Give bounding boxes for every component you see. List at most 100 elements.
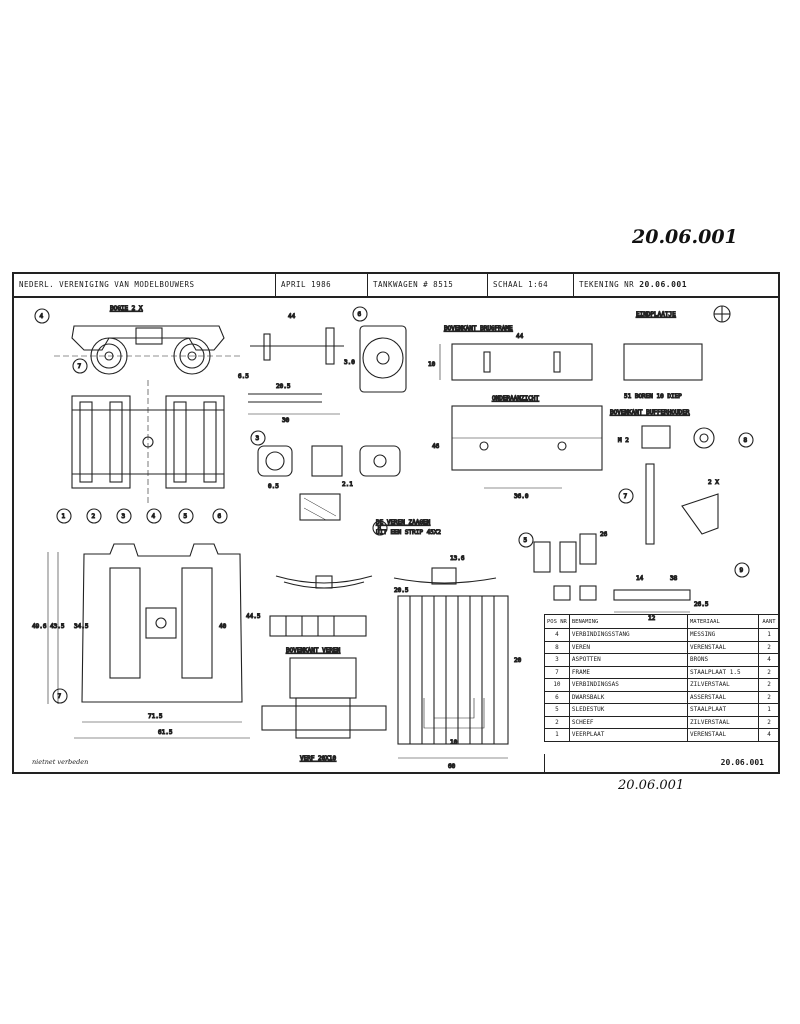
title-block: NEDERL. VERENIGING VAN MODELBOUWERS APRI… — [14, 274, 778, 298]
table-cell: 10 — [544, 678, 570, 692]
dim-d28: 14 — [636, 575, 644, 582]
drawing-number-stamp-top: 20.06.001 — [632, 226, 738, 248]
table-cell: STAALPLAAT — [687, 703, 759, 717]
dim-d21: 44.5 — [246, 613, 261, 620]
label-bovenkant-buffer: BOVENKANT BUFFERHOUDER — [610, 409, 690, 416]
table-cell: VEREN — [568, 640, 689, 654]
dim-d2: 30 — [282, 417, 290, 424]
table-cell: VERENSTAAL — [687, 640, 759, 654]
label-bovenkant-brugframe: BOVENKANT BRUGFRAME — [444, 325, 513, 332]
table-cell: BRONS — [687, 653, 759, 667]
dim-d12: 2 X — [708, 479, 719, 486]
dim-d9: 36.0 — [514, 493, 529, 500]
table-cell: ASPOTTEN — [568, 653, 689, 667]
label-veren-note-2: UIT EEN STRIP 45X2 — [376, 529, 441, 536]
callout: 6 — [218, 513, 222, 520]
table-row: 1 VEERPLAAT VERENSTAAL 4 — [544, 728, 780, 742]
table-cell: STAALPLAAT 1.5 — [687, 665, 759, 679]
dim-d5: 3.0 — [344, 359, 355, 366]
table-row: 8 VEREN VERENSTAAL 2 — [544, 640, 780, 654]
callout: 4 — [152, 513, 156, 520]
table-cell: VERBINDINGSAS — [568, 678, 689, 692]
table-row: 4 VERBINDINGSSTANG MESSING 1 — [544, 628, 780, 642]
table-cell: 1 — [758, 628, 780, 642]
drawing-sheet: NEDERL. VERENIGING VAN MODELBOUWERS APRI… — [12, 272, 780, 774]
dim-d13: 2.1 — [342, 481, 353, 488]
label-bogie: BOGIE 2 X — [110, 305, 143, 312]
dim-d22: 60 — [448, 763, 456, 770]
table-cell: 2 — [758, 640, 780, 654]
dim-d27: 38 — [670, 575, 678, 582]
table-header-cell: AANT — [758, 614, 780, 629]
callout: 4 — [40, 313, 44, 320]
dim-d17: 49.6 — [32, 623, 47, 630]
bogie-top-view — [71, 380, 225, 504]
table-cell: 4 — [544, 628, 570, 642]
table-cell: 4 — [758, 653, 780, 667]
callout: 6 — [358, 311, 362, 318]
table-row: 5 SLEDESTUK STAALPLAAT 1 — [544, 703, 780, 717]
table-cell: 1 — [544, 728, 570, 742]
callout: 3 — [122, 513, 126, 520]
table-cell: MESSING — [687, 628, 759, 642]
frame-front-view: 71.5 61.5 49.6 43.5 44.5 40 34.5 — [31, 543, 261, 739]
table-cell: 5 — [544, 703, 570, 717]
table-header-cell: POS NR — [544, 614, 570, 629]
table-header-cell: BENAMING — [568, 614, 689, 629]
label-onderaanzicht: ONDERAANZICHT — [492, 395, 539, 402]
table-cell: VERENSTAAL — [687, 728, 759, 742]
axle-views: 44 20.5 30 6.5 — [237, 312, 344, 425]
dim-d15: 71.5 — [148, 713, 163, 720]
dim-d1: 44 — [288, 313, 296, 320]
callout: 5 — [524, 537, 528, 544]
dim-d18: 43.5 — [50, 623, 65, 630]
table-cell: 2 — [758, 678, 780, 692]
table-cell: 4 — [758, 728, 780, 742]
label-veren-note-1: DE VEREN ZAAGEN — [376, 519, 431, 526]
table-cell: DWARSBALK — [568, 690, 689, 704]
bogie-side-view: BOGIE 2 X — [54, 304, 242, 375]
callout: 9 — [740, 567, 744, 574]
bovenkant-veren-view: BOVENKANT VEREN VERF 20X10 — [261, 615, 387, 763]
table-cell: 2 — [544, 715, 570, 729]
dim-d10: 10 — [428, 361, 436, 368]
table-cell: 1 — [758, 703, 780, 717]
dim-d26: 20.5 — [394, 587, 409, 594]
small-parts-view: 0.5 2.1 — [257, 445, 401, 521]
technical-drawing: BOGIE 2 X 44 20.5 30 6.5 — [31, 304, 754, 771]
callouts: 4 7 6 3 1 2 3 4 5 6 5 8 7 8 — [34, 306, 754, 704]
title-drawing-number: TEKENING NR 20.06.001 — [574, 274, 778, 296]
table-cell: VEERPLAAT — [568, 728, 689, 742]
bracket-views: 14 12 26.5 38 26 — [533, 530, 709, 623]
dim-d19: 34.5 — [74, 623, 89, 630]
dim-d8: 46 — [432, 443, 440, 450]
parts-list-table: POS NR BENAMING MATERIAAL AANT 4 VERBIND… — [544, 614, 780, 742]
label-verf: VERF 20X10 — [300, 755, 337, 762]
table-header-row: POS NR BENAMING MATERIAAL AANT — [544, 614, 780, 629]
table-row: 2 SCHEEF ZILVERSTAAL 2 — [544, 715, 780, 729]
callout: 7 — [78, 363, 82, 370]
callout: 8 — [378, 525, 382, 532]
callout: 7 — [58, 693, 62, 700]
table-cell: 2 — [758, 665, 780, 679]
eindplaat-view: EINDPLAATJE 51 BOREN 10 DIEP — [623, 305, 731, 401]
table-row: 6 DWARSBALK ASSERSTAAL 2 — [544, 690, 780, 704]
table-cell: 6 — [544, 690, 570, 704]
leaf-spring-view: DE VEREN ZAAGEN UIT EEN STRIP 45X2 13.6 — [275, 518, 497, 589]
title-organization: NEDERL. VERENIGING VAN MODELBOUWERS — [14, 274, 276, 296]
dim-d6: 44 — [516, 333, 524, 340]
table-header-cell: MATERIAAL — [687, 614, 759, 629]
dim-d3: 6.5 — [238, 373, 249, 380]
callout: 8 — [744, 437, 748, 444]
table-cell: 2 — [758, 715, 780, 729]
table-cell: SCHEEF — [568, 715, 689, 729]
dim-d7: 0.5 — [268, 483, 279, 490]
title-date: APRIL 1986 — [276, 274, 368, 296]
wheel-front-view: 3.0 — [343, 325, 407, 393]
label-bovenkant-veren: BOVENKANT VEREN — [286, 647, 341, 654]
dim-d11: M 2 — [618, 437, 629, 444]
callout: 7 — [624, 493, 628, 500]
parts-list-number: 20.06.001 — [544, 754, 780, 772]
dim-d20: 40 — [219, 623, 227, 630]
dim-d24: 26 — [600, 531, 608, 538]
